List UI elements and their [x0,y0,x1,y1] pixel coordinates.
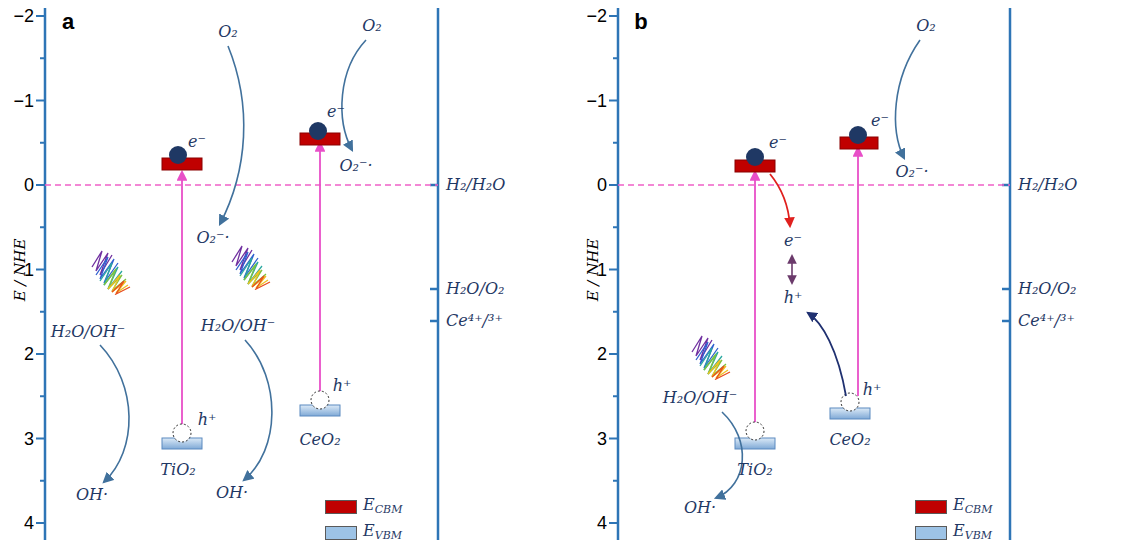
legend-swatch [915,526,947,540]
legend-text: ECBM [953,497,992,515]
panel-letter: b [634,11,647,33]
chem-label: OH· [76,487,108,503]
axis-title: E / NHE [586,239,601,302]
chem-label: CeO₂ [299,432,340,448]
chem-label: e⁻ [327,104,345,120]
chem-label: H₂O/OH⁻ [51,324,125,340]
legend-text: EVBM [953,523,992,541]
chem-label: H₂O/OH⁻ [663,390,737,406]
chem-label: O₂⁻· [339,158,372,174]
panel-letter: a [62,11,74,33]
legend-text: ECBM [363,497,402,515]
chem-label: h⁺ [863,382,882,398]
legend-swatch [325,500,357,514]
chem-label: H₂O/OH⁻ [201,318,275,334]
chem-label: OH· [216,485,248,501]
chem-label: e⁻ [784,233,802,249]
chem-label: e⁻ [769,135,787,151]
chem-label: OH· [684,500,716,516]
axis-tick-label: −2 [13,7,34,25]
chem-label: h⁺ [784,290,803,306]
legend-text: EVBM [363,523,402,541]
chem-label: O₂⁻· [895,164,928,180]
chem-label: O₂⁻· [196,230,229,246]
axis-tick-label: −1 [13,92,34,110]
chem-label: TiO₂ [160,462,195,478]
chem-label: O₂ [362,18,382,34]
chem-label: Ce⁴⁺/³⁺ [446,313,503,329]
chem-label: O₂ [916,18,936,34]
chem-label: e⁻ [188,134,206,150]
axis-tick-label: 0 [597,176,607,194]
chem-label: Ce⁴⁺/³⁺ [1018,313,1075,329]
axis-tick-label: 4 [597,514,607,532]
axis-tick-label: 3 [24,430,34,448]
axis-tick-label: 2 [597,345,607,363]
legend-swatch [915,500,947,514]
chem-label: e⁻ [871,113,889,129]
chem-label: h⁺ [333,378,352,394]
chem-label: TiO₂ [737,462,772,478]
chem-label: H₂/H₂O [446,177,505,193]
chem-label: H₂O/O₂ [1018,281,1076,297]
axis-tick-label: −2 [586,7,607,25]
chem-label: O₂ [218,24,238,40]
axis-tick-label: 4 [24,514,34,532]
chem-label: CeO₂ [829,432,870,448]
axis-tick-label: −1 [586,92,607,110]
chem-label: H₂/H₂O [1018,177,1077,193]
axis-tick-label: 3 [597,430,607,448]
chem-label: h⁺ [198,412,217,428]
axis-title: E / NHE [13,239,28,302]
axis-tick-label: 0 [24,176,34,194]
legend-swatch [325,526,357,540]
axis-tick-label: 2 [24,345,34,363]
chem-label: H₂O/O₂ [446,281,504,297]
